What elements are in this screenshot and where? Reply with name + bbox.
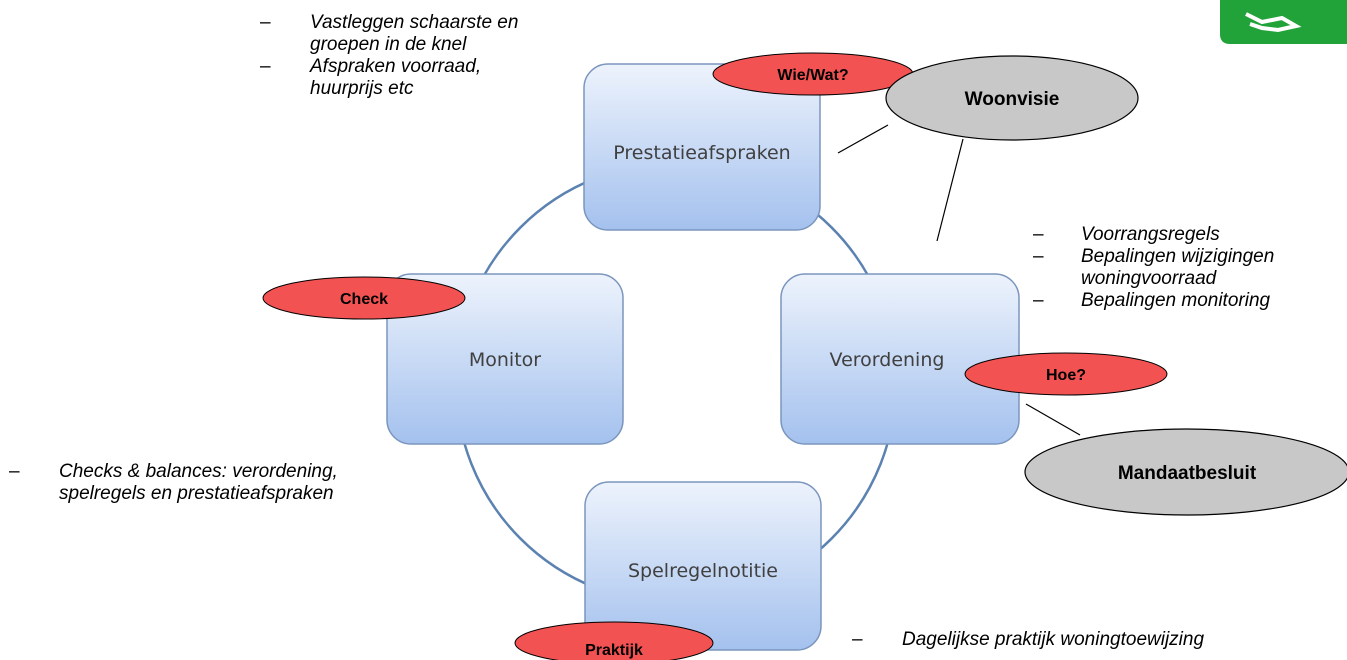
note-item: –Voorrangsregels: [1033, 224, 1220, 245]
callout-check: Check: [262, 276, 466, 320]
notes-top: –Vastleggen schaarste en groepen in de k…: [260, 12, 580, 100]
connector-line: [1025, 403, 1081, 436]
note-text: Checks & balances: verordening, spelrege…: [59, 461, 338, 504]
note-text: Afspraken voorraad, huurprijs etc: [310, 56, 482, 99]
box-prestatieafspraken-label: Prestatieafspraken: [613, 142, 790, 164]
connector-line: [837, 124, 889, 154]
box-monitor-label: Monitor: [469, 349, 541, 371]
note-text: Bepalingen monitoring: [1081, 290, 1271, 311]
connector-line: [936, 138, 964, 242]
note-text: Vastleggen schaarste en groepen in de kn…: [310, 12, 519, 55]
box-verordening: Verordening: [780, 273, 1020, 445]
callout-praktijk-label: Praktijk: [585, 642, 643, 659]
note-item: –Bepalingen wijzigingen woningvoorraad: [1033, 246, 1341, 290]
callout-praktijk: Praktijk: [514, 621, 714, 660]
box-monitor: Monitor: [386, 273, 624, 445]
notes-left: –Checks & balances: verordening, spelreg…: [9, 461, 419, 505]
note-item: –Checks & balances: verordening, spelreg…: [9, 461, 419, 505]
note-item: –Dagelijkse praktijk woningtoewijzing: [852, 629, 1205, 650]
box-verordening-label: Verordening: [830, 349, 945, 371]
note-text: Voorrangsregels: [1081, 224, 1220, 245]
callout-woonvisie-label: Woonvisie: [965, 89, 1060, 110]
callout-hoe-label: Hoe?: [1046, 367, 1086, 384]
callout-wie-wat-label: Wie/Wat?: [777, 67, 848, 84]
note-text: Bepalingen wijzigingen woningvoorraad: [1081, 246, 1275, 289]
callout-mandaatbesluit-label: Mandaatbesluit: [1118, 463, 1257, 484]
logo: [1220, 0, 1347, 44]
box-spelregelnotitie-label: Spelregelnotitie: [628, 560, 778, 582]
note-item: –Bepalingen monitoring: [1033, 290, 1271, 311]
note-item: –Afspraken voorraad, huurprijs etc: [260, 56, 580, 100]
callout-mandaatbesluit: Mandaatbesluit: [1024, 428, 1347, 516]
note-item: –Vastleggen schaarste en groepen in de k…: [260, 12, 580, 56]
callout-wie-wat: Wie/Wat?: [712, 52, 914, 96]
notes-right: –Voorrangsregels –Bepalingen wijzigingen…: [1033, 224, 1341, 312]
callout-check-label: Check: [340, 291, 388, 308]
box-prestatieafspraken: Prestatieafspraken: [583, 63, 821, 231]
notes-bottom: –Dagelijkse praktijk woningtoewijzing: [852, 629, 1204, 651]
note-text: Dagelijkse praktijk woningtoewijzing: [902, 629, 1205, 650]
callout-woonvisie: Woonvisie: [885, 55, 1139, 141]
callout-hoe: Hoe?: [964, 352, 1168, 396]
